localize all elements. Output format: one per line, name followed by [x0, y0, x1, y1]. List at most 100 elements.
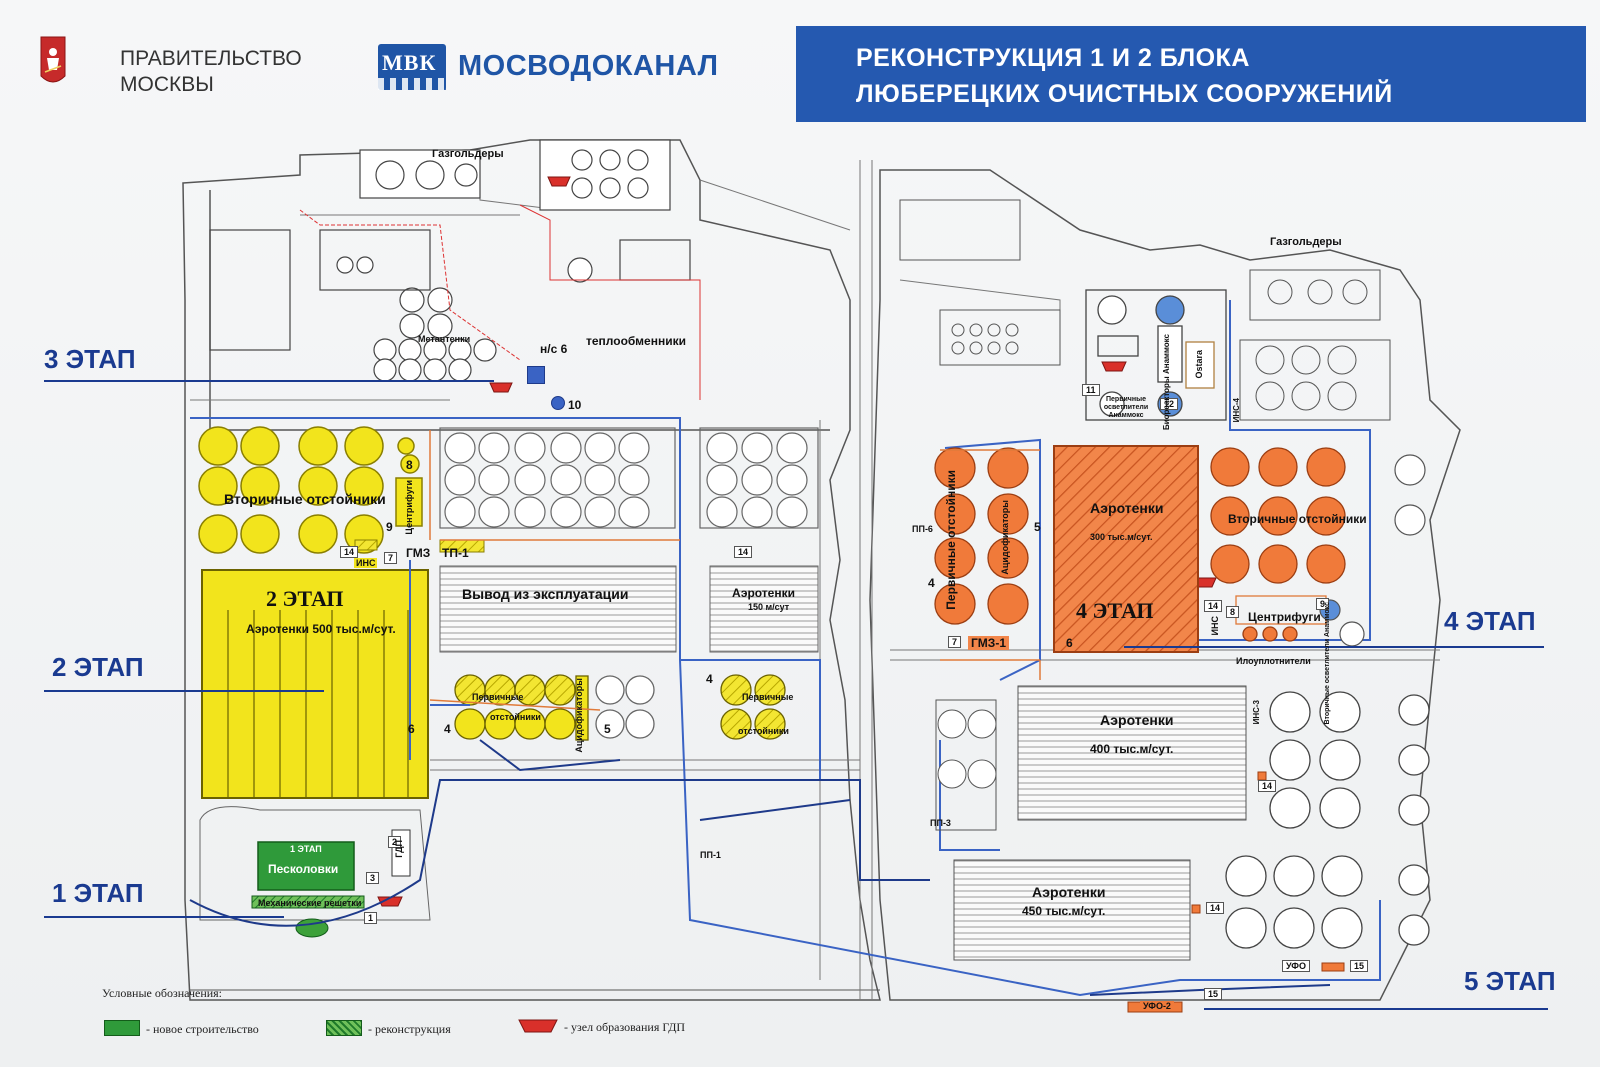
stage-2-line	[44, 690, 324, 692]
company-name: МОСВОДОКАНАЛ	[458, 50, 719, 82]
right-edge-circles	[1319, 454, 1426, 647]
bioreactors-label: Биореакторы Анаммокс	[1162, 334, 1171, 431]
centrifuges-right-label: Центрифуги	[1248, 610, 1321, 624]
num-2: 2	[388, 836, 402, 848]
num-7-left: 7	[384, 552, 398, 564]
ins-c-label: ИНС-4	[1232, 398, 1241, 423]
anammox-area	[1085, 289, 1227, 421]
gov-line-2: МОСКВЫ	[120, 73, 214, 97]
ins-d-label: ИНС-3	[1252, 700, 1261, 725]
primary-a-label: Первичные	[472, 692, 524, 702]
stage-5-label: 5 ЭТАП	[1464, 966, 1556, 996]
aero300-label: Аэротенки	[1090, 500, 1164, 516]
pp3-label: ПП-3	[930, 818, 951, 828]
pp1-label: ПП-1	[700, 850, 721, 860]
aero450-capacity: 450 тыс.м/сут.	[1022, 904, 1106, 918]
sec-clar-anammox-label: Вторичные осветлители Анаммокс	[1324, 602, 1331, 725]
right-grey-settlers	[1225, 691, 1430, 949]
mvk-logo-icon: МВК	[378, 44, 446, 90]
pump-station-6-icon	[527, 366, 545, 384]
mech-grates-label: Механические решетки	[258, 898, 362, 908]
gmz-label: ГМЗ	[406, 546, 431, 560]
secondary-settlers-left-label: Вторичные отстойники	[224, 491, 386, 507]
stage-2-label: 2 ЭТАП	[52, 652, 144, 682]
site-outline-right	[869, 169, 1461, 1001]
aero500-label: Аэротенки 500 тыс.м/сут.	[246, 622, 396, 636]
prim-clar-anammox-label: Первичные осветлители Анаммокс	[1103, 396, 1149, 419]
gmz1-label: ГМЗ-1	[968, 636, 1009, 650]
decommission-block	[439, 565, 819, 653]
tp1-label: ТП-1	[442, 546, 469, 560]
num-8-right: 8	[1226, 606, 1240, 618]
gov-line-1: ПРАВИТЕЛЬСТВО	[120, 47, 302, 70]
num-8-left: 8	[406, 458, 413, 472]
metatanki-label: Метантенки	[418, 334, 471, 344]
centrifuges-left-label: Центрифуги	[404, 480, 414, 535]
stage-4-block-label: 4 ЭТАП	[1076, 598, 1154, 623]
stage-4-label: 4 ЭТАП	[1444, 606, 1536, 636]
stage-4-line	[1124, 646, 1544, 648]
aero500-block	[201, 569, 429, 799]
stage-1-label: 1 ЭТАП	[52, 878, 144, 908]
decommissioned-settlers	[439, 427, 819, 529]
legend-gdp-swatch-icon	[518, 1019, 558, 1033]
primary-right-label: Первичные отстойники	[944, 470, 958, 610]
methane-tanks	[209, 229, 691, 382]
num-5-a: 5	[604, 722, 611, 736]
acidifiers-a-label: Ацидофикаторы	[574, 678, 584, 753]
stage-1-block-label: 1 ЭТАП	[290, 844, 322, 854]
secondary-settlers-right	[1210, 447, 1346, 642]
gasholders-left-label: Газгольдеры	[432, 148, 504, 160]
num-9-left: 9	[386, 520, 393, 534]
gov-name: ПРАВИТЕЛЬСТВО МОСКВЫ	[120, 46, 302, 99]
sludge-thickeners-label: Илоуплотнители	[1236, 656, 1311, 666]
ins-left-label: ИНС	[354, 558, 378, 568]
ins-right-label: ИНС	[1210, 616, 1220, 636]
ufo-label: УФО	[1282, 960, 1310, 972]
num-14-a: 14	[340, 546, 359, 558]
legend-gdp-node: - узел образования ГДП	[564, 1020, 686, 1034]
boundary-red-left	[299, 209, 521, 361]
secondary-settlers-left	[198, 426, 423, 554]
primary-settlers-right	[934, 447, 1029, 625]
pipe-network-blue	[190, 300, 1381, 997]
stage-2-block-label: 2 ЭТАП	[266, 586, 344, 611]
num-10: 10	[568, 398, 582, 412]
primary-a-label-2: отстойники	[490, 712, 541, 722]
stage-5-line	[1204, 1008, 1548, 1010]
aero150-capacity: 150 м/сут	[748, 602, 790, 612]
primary-settlers-left	[454, 674, 786, 741]
pipe-network-orange	[429, 430, 680, 711]
peskolovki-label: Песколовки	[268, 862, 339, 876]
title-banner: РЕКОНСТРУКЦИЯ 1 И 2 БЛОКА ЛЮБЕРЕЦКИХ ОЧИ…	[796, 26, 1586, 122]
moscow-coat-of-arms-icon	[40, 36, 66, 83]
num-3: 3	[366, 872, 380, 884]
legend-title: Условные обозначения:	[102, 986, 223, 1000]
title-line-1: РЕКОНСТРУКЦИЯ 1 И 2 БЛОКА	[856, 44, 1250, 72]
legend-reconstruction: - реконструкция	[368, 1022, 451, 1036]
num-15-a: 15	[1350, 960, 1369, 972]
num-4-a: 4	[444, 722, 451, 736]
aero150-label: Аэротенки	[732, 586, 795, 600]
acidifiers-right-label: Ацидофикаторы	[1000, 500, 1010, 575]
legend-new-swatch	[104, 1020, 140, 1036]
gasholders-left	[359, 139, 671, 339]
num-6-right: 6	[1066, 636, 1073, 650]
right-top-buildings	[899, 199, 1391, 421]
num-5-right: 5	[1034, 520, 1041, 534]
aero400-label: Аэротенки	[1100, 712, 1174, 728]
boundary-red-right	[519, 204, 701, 400]
num-1: 1	[364, 912, 378, 924]
gdp-nodes	[377, 176, 1217, 907]
num-6-left: 6	[408, 722, 415, 736]
stage-3-label: 3 ЭТАП	[44, 344, 136, 374]
peskolovki-block	[199, 806, 431, 938]
stage-1-line	[44, 916, 284, 918]
num-4-b: 4	[706, 672, 713, 686]
num-14-d: 14	[1206, 902, 1225, 914]
num-7-right: 7	[948, 636, 962, 648]
aero300-block	[1053, 445, 1199, 653]
num-9-right: 9	[1316, 598, 1330, 610]
